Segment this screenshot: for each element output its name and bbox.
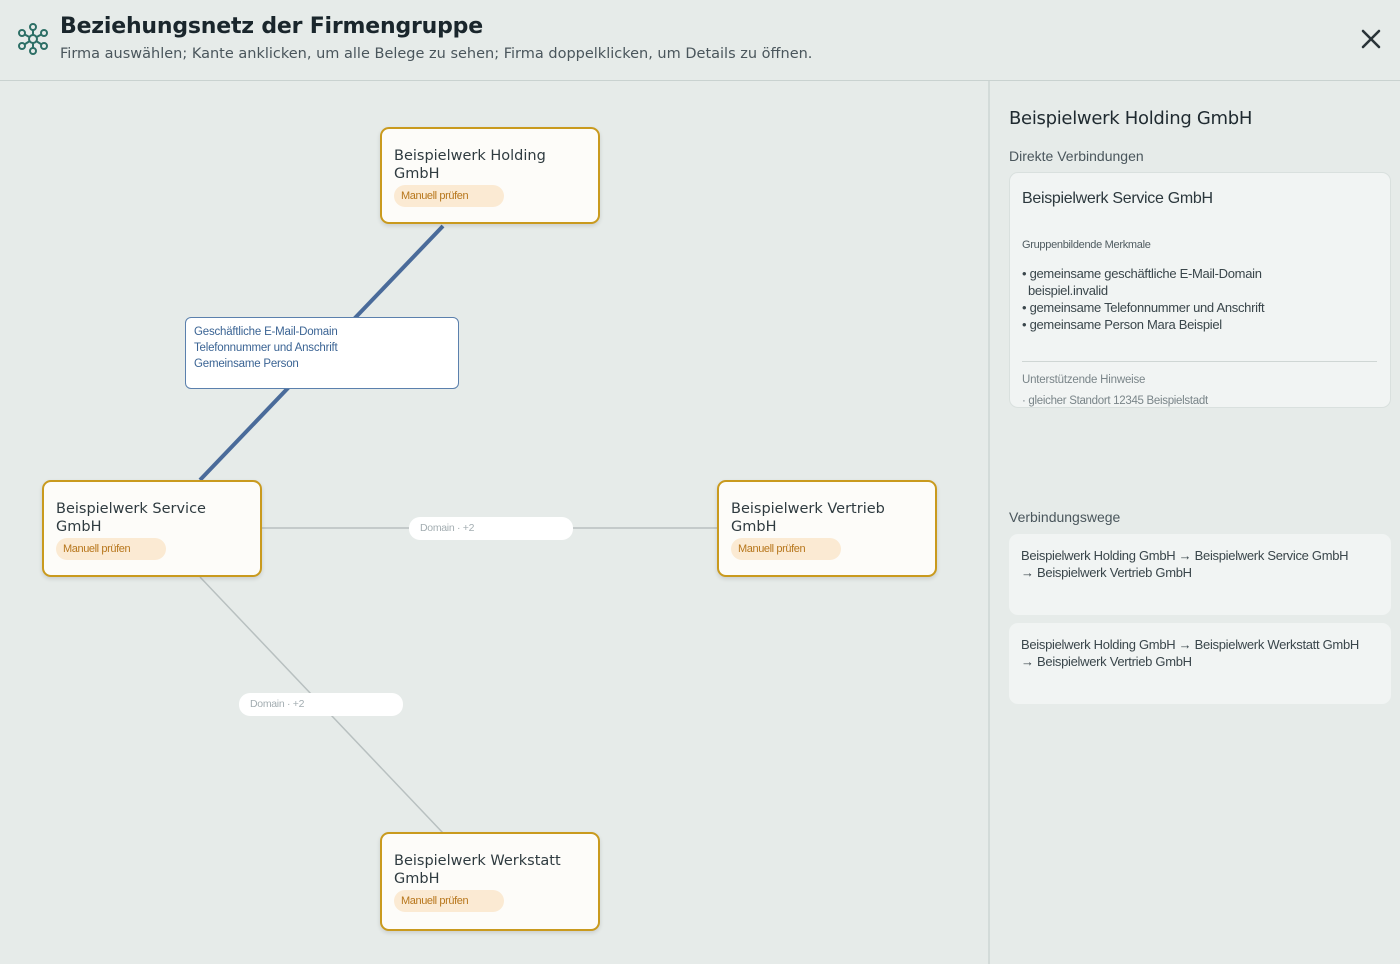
status-badge: Manuell prüfen	[394, 185, 504, 207]
path-line: → Beispielwerk Vertrieb GmbH	[1021, 654, 1192, 669]
list-item: beispiel.invalid	[1028, 283, 1108, 298]
panel-title: Beispielwerk Holding GmbH	[1009, 108, 1253, 129]
paths-label: Verbindungswege	[1009, 509, 1121, 525]
status-badge: Manuell prüfen	[731, 538, 841, 560]
close-icon[interactable]	[1356, 24, 1386, 54]
node-name: Beispielwerk Holding GmbH	[394, 148, 546, 182]
node-name: Beispielwerk Service GmbH	[56, 501, 206, 535]
edge-label-line: Gemeinsame Person	[194, 358, 299, 370]
status-badge: Manuell prüfen	[56, 538, 166, 560]
edge-label-line: Telefonnummer und Anschrift	[194, 342, 338, 354]
graph-canvas[interactable]: Geschäftliche E-Mail-Domain Telefonnumme…	[0, 81, 988, 964]
network-icon	[18, 23, 48, 55]
edge-label-service-vertrieb[interactable]: Domain · +2	[409, 517, 573, 540]
hints-label: Unterstützende Hinweise	[1022, 374, 1146, 386]
page-subtitle: Firma auswählen; Kante anklicken, um all…	[60, 46, 813, 62]
node-werkstatt[interactable]: Beispielwerk Werkstatt GmbH Manuell prüf…	[380, 832, 600, 931]
page-title: Beziehungsnetz der Firmengruppe	[60, 14, 483, 39]
path-line: Beispielwerk Holding GmbH → Beispielwerk…	[1021, 637, 1359, 652]
connection-card[interactable]: Beispielwerk Service GmbH Gruppenbildend…	[1009, 172, 1391, 408]
direct-connections-label: Direkte Verbindungen	[1009, 148, 1144, 164]
dialog-header: Beziehungsnetz der Firmengruppe Firma au…	[0, 0, 1400, 81]
connection-name: Beispielwerk Service GmbH	[1022, 190, 1213, 207]
node-name: Beispielwerk Vertrieb GmbH	[731, 501, 885, 535]
detail-panel: Beispielwerk Holding GmbH Direkte Verbin…	[990, 81, 1400, 964]
path-line: Beispielwerk Holding GmbH → Beispielwerk…	[1021, 548, 1349, 563]
node-service[interactable]: Beispielwerk Service GmbH Manuell prüfen	[42, 480, 262, 577]
node-name: Beispielwerk Werkstatt GmbH	[394, 853, 561, 887]
path-line: → Beispielwerk Vertrieb GmbH	[1021, 565, 1192, 580]
list-item: • gemeinsame geschäftliche E-Mail-Domain	[1022, 266, 1262, 281]
edge-label-line: Geschäftliche E-Mail-Domain	[194, 326, 338, 338]
features-list: • gemeinsame geschäftliche E-Mail-Domain…	[1022, 265, 1382, 333]
list-item: • gemeinsame Telefonnummer und Anschrift	[1022, 300, 1265, 315]
node-vertrieb[interactable]: Beispielwerk Vertrieb GmbH Manuell prüfe…	[717, 480, 937, 577]
panel-divider[interactable]	[988, 81, 990, 964]
path-card[interactable]: Beispielwerk Holding GmbH → Beispielwerk…	[1009, 623, 1391, 704]
node-holding[interactable]: Beispielwerk Holding GmbH Manuell prüfen	[380, 127, 600, 224]
divider	[1022, 361, 1377, 362]
status-badge: Manuell prüfen	[394, 890, 504, 912]
path-card[interactable]: Beispielwerk Holding GmbH → Beispielwerk…	[1009, 534, 1391, 615]
edge-label-service-werkstatt[interactable]: Domain · +2	[239, 693, 403, 716]
hint-item: · gleicher Standort 12345 Beispielstadt	[1022, 395, 1208, 407]
list-item: • gemeinsame Person Mara Beispiel	[1022, 317, 1222, 332]
features-label: Gruppenbildende Merkmale	[1022, 239, 1151, 251]
edge-label-holding-service[interactable]: Geschäftliche E-Mail-Domain Telefonnumme…	[185, 317, 459, 389]
